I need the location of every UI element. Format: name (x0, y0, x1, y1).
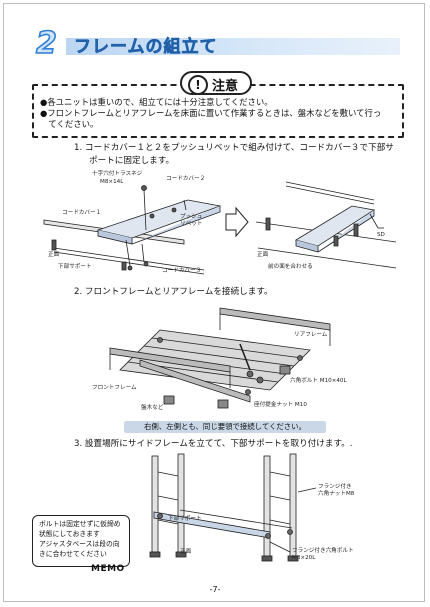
label-cover2: コードカバー２ (166, 176, 206, 182)
label-rivet: プッシュ リベット (180, 214, 203, 227)
label-flange-bolt: フランジ付き六角ボルト M8×20L (292, 548, 354, 561)
label-cover1: コードカバー１ (62, 210, 102, 216)
memo-line-1: ボルトは固定せずに仮締め (39, 520, 121, 528)
section-number-icon: 2 (35, 27, 57, 57)
label-cover3: コードカバー３ (162, 268, 202, 274)
label-sd: SD (377, 232, 385, 238)
label-lower-support-1: 下部サポート (58, 264, 92, 270)
step2-illustration (109, 307, 331, 409)
label-lower-support-3: 下部サポート (168, 516, 202, 522)
section-number: 2 (36, 27, 57, 57)
page-number: -7- (209, 585, 221, 594)
caution-label: 注意 (212, 79, 239, 94)
label-washer: 盤木など (141, 405, 164, 411)
page-border (3, 3, 425, 602)
page-title: フレームの組立て (74, 37, 218, 58)
label-flange-nut: フランジ付き 六角ナットM8 (318, 484, 355, 497)
step1-text-1: 1. コードカバー１と２をプッシュリベットで組み付けて、コードカバー３で下部サ (74, 143, 394, 153)
memo-line-4: きに合わせてください (39, 550, 107, 558)
label-screw: 十字穴付トラスネジ (92, 171, 143, 177)
caution-line-3: てください。 (40, 119, 99, 129)
memo-box (32, 515, 130, 567)
step2-text: 2. フロントフレームとリアフレームを接続します。 (74, 287, 273, 297)
label-nut: 座付提金ナット M10 (254, 402, 307, 408)
caution-line-1: ●各ユニットは重いので、組立てには十分注意してください。 (40, 97, 273, 107)
label-front-frame: フロントフレーム (92, 385, 137, 391)
label-align: 前の面を合わせる (268, 264, 313, 270)
step1-text-2: ポートに固定します。 (89, 156, 175, 166)
step2-note: 右側、左側とも、同じ要領で接続してください。 (124, 421, 326, 433)
caution-line-2: ●フロントフレームとリアフレームを床面に置いて作業するときは、盤木などを敷いて行… (40, 108, 382, 118)
memo-line-2: 状態にしておきます (39, 530, 100, 538)
label-front-1: 正面 (48, 252, 60, 258)
label-screw-size: M8×14L (100, 179, 124, 185)
header-bar (66, 38, 400, 55)
memo-line-3: アジャスタベースは段の向 (39, 540, 120, 548)
label-rear-frame: リアフレーム (294, 332, 328, 338)
memo-text: ボルトは固定せずに仮締め 状態にしておきます アジャスタベースは段の向 きに合わ… (39, 519, 121, 559)
step3-text: 3. 設置場所にサイドフレームを立てて、下部サポートを取り付けます。. (74, 439, 353, 449)
caution-badge: ! 注意 (180, 71, 252, 95)
label-front-2: 正面 (257, 252, 269, 258)
step1-illustration (43, 181, 397, 275)
memo-tag: MEMO (91, 564, 125, 574)
label-front-3: 正面 (180, 549, 192, 555)
label-hex-bolt: 六角ボルト M10×40L (290, 378, 347, 384)
exclamation-icon: ! (188, 75, 208, 95)
step3-illustration (149, 453, 317, 562)
